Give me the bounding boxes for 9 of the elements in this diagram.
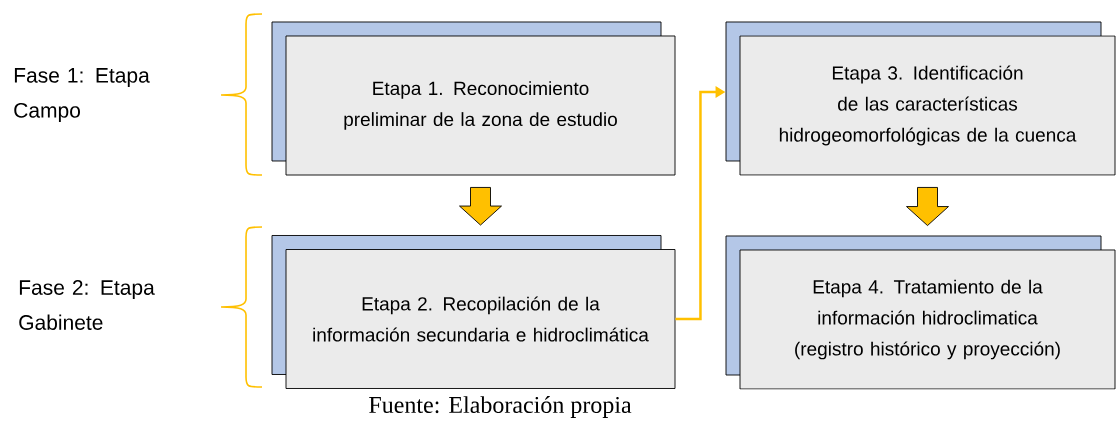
block-arrow — [906, 187, 949, 226]
caption: Fuente: Elaboración propia — [369, 396, 632, 418]
block-arrow — [459, 187, 502, 226]
process-box: Etapa 2. Recopilación de la información secundaria e hidroclimática — [271, 235, 676, 389]
process-box: Etapa 1. Reconocimiento preliminar de la zona de estudio — [271, 21, 676, 176]
process-box: Etapa 4. Tratamiento de la información hidroclimatica (registro histórico y proyección) — [725, 235, 1116, 390]
phase-label: Fase 1: Etapa Campo — [14, 68, 150, 122]
phase-label: Fase 2: Etapa Gabinete — [19, 280, 155, 330]
process-box: Etapa 3. Identificación de las características hidrogeomorfológicas de la cuenca — [725, 21, 1116, 176]
